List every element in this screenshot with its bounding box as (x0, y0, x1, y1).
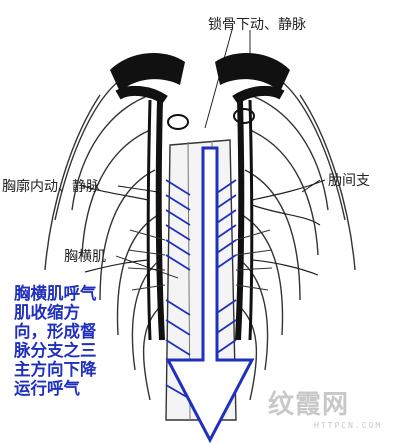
note-line: 向，形成督 (14, 322, 97, 341)
internal-thoracic-vessels (146, 99, 254, 341)
central-descending-arrow (165, 146, 255, 444)
note-line: 肌收缩方 (14, 303, 80, 322)
annotation-note: 胸横肌呼气 肌收缩方 向，形成督 脉分支之三 主方向下降 运行呼气 (14, 284, 97, 398)
label-transversus: 胸横肌 (64, 249, 106, 265)
note-line: 运行呼气 (14, 379, 80, 398)
transversus-fibers (127, 229, 273, 291)
note-line: 胸横肌呼气 (14, 284, 97, 303)
watermark-url: HTTPCN.COM (314, 421, 383, 430)
label-internal-thoracic: 胸廓内动、静脉 (2, 179, 100, 195)
watermark-main: 纹霞网 (268, 390, 350, 420)
leader-lines (115, 29, 321, 279)
label-subclavian: 锁骨下动、静脉 (208, 17, 306, 33)
note-line: 脉分支之三 (14, 341, 97, 360)
ribs-right (237, 79, 356, 401)
label-intercostal: 肋间支 (328, 173, 370, 189)
watermark: 纹霞网 HTTPCN.COM (268, 384, 382, 430)
subclavian-vessels (110, 52, 290, 130)
note-line: 主方向下降 (14, 360, 97, 379)
intercostal-branches (79, 179, 326, 276)
